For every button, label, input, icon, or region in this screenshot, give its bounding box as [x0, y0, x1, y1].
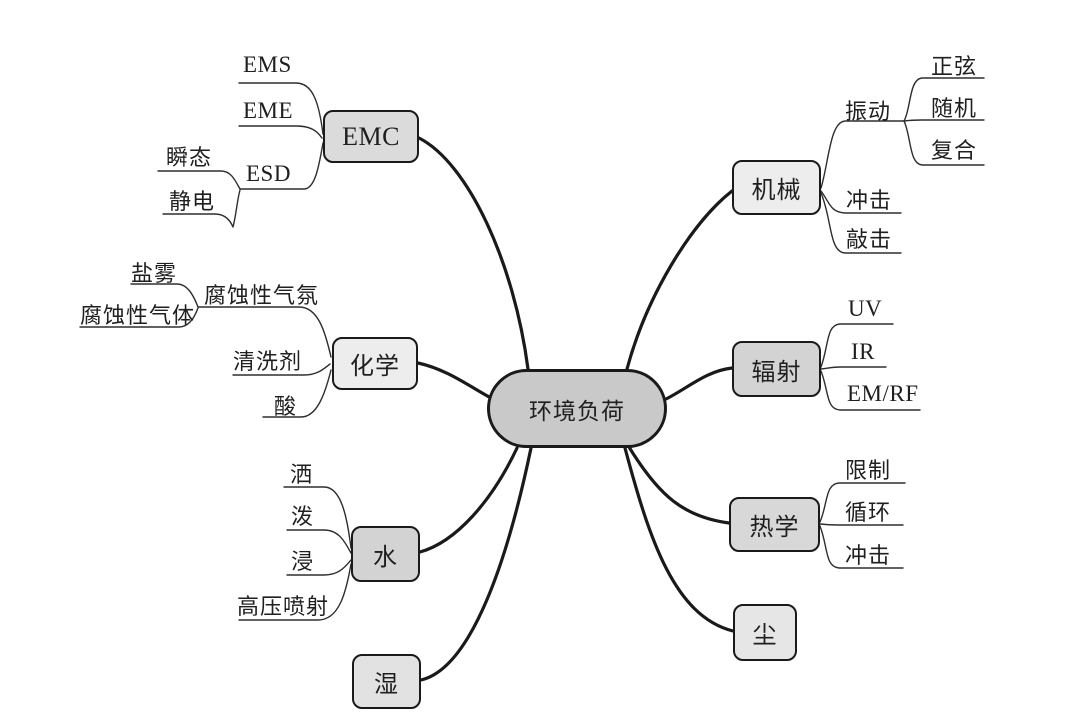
- leaf-uv: UV: [848, 296, 883, 321]
- leaf-zhengxian: 正弦: [931, 54, 978, 79]
- edge-fuhe: [903, 120, 985, 166]
- node-shi: 湿: [352, 654, 421, 709]
- edge-chongji-rexue: [819, 525, 904, 569]
- node-shui: 水: [351, 526, 420, 582]
- edge-shuntai: [157, 170, 241, 190]
- edge-sa: [283, 486, 352, 549]
- leaf-fuhe: 复合: [931, 138, 978, 163]
- edge-gaoya: [238, 563, 352, 621]
- leaf-suan: 酸: [274, 394, 298, 419]
- leaf-suiji: 随机: [931, 96, 978, 121]
- leaf-esd: ESD: [246, 161, 291, 186]
- edge-fushiqifen: [197, 306, 332, 358]
- edge-chongji-jixie: [820, 190, 902, 214]
- node-rexue: 热学: [729, 497, 820, 552]
- edge-qiaoji: [820, 192, 902, 254]
- edge-xianzhi: [819, 482, 906, 523]
- edge-center-fushe: [664, 366, 734, 401]
- edge-center-chen: [623, 446, 735, 633]
- edge-jingdian: [162, 189, 241, 228]
- edge-center-rexue: [627, 445, 731, 525]
- node-fushe: 辐射: [732, 341, 821, 397]
- edge-jin: [286, 559, 352, 576]
- leaf-po: 泼: [291, 504, 315, 529]
- edge-esd: [239, 142, 324, 190]
- edge-center-jixie: [625, 189, 734, 371]
- leaf-sa: 洒: [290, 462, 314, 487]
- leaf-shuntai: 瞬态: [166, 145, 213, 170]
- edge-center-huaxue: [416, 361, 493, 400]
- leaf-jingdian: 静电: [169, 189, 216, 214]
- node-jixie: 机械: [732, 160, 821, 215]
- edge-center-shui: [418, 446, 519, 554]
- edge-fushiqiti: [79, 307, 199, 328]
- leaf-emrf: EM/RF: [847, 381, 919, 406]
- node-environment-load: 环境负荷: [487, 369, 667, 448]
- node-chen: 尘: [733, 604, 797, 661]
- edge-po: [286, 529, 352, 554]
- leaf-qiaoji: 敲击: [846, 227, 893, 252]
- leaf-xianzhi: 限制: [845, 458, 892, 483]
- leaf-ems: EMS: [243, 52, 292, 77]
- leaf-xunhuan: 循环: [845, 500, 892, 525]
- edge-xunhuan: [819, 523, 904, 526]
- edge-zhengxian: [903, 77, 985, 122]
- node-emc: EMC: [323, 110, 419, 163]
- leaf-jin: 浸: [291, 549, 315, 574]
- node-huaxue: 化学: [332, 337, 418, 390]
- edge-ir: [820, 366, 887, 370]
- edge-yanwu: [130, 283, 199, 308]
- edge-emrf: [820, 370, 921, 411]
- edge-zhendong: [820, 120, 905, 189]
- leaf-fushiqifen: 腐蚀性气氛: [204, 283, 320, 308]
- edge-qingxiji: [232, 363, 331, 376]
- leaf-fushiqiti: 腐蚀性气体: [80, 303, 196, 328]
- leaf-eme: EME: [243, 98, 294, 123]
- leaf-yanwu: 盐雾: [131, 261, 178, 286]
- edge-uv: [820, 323, 894, 368]
- leaf-ir: IR: [851, 339, 875, 364]
- leaf-zhendong: 振动: [845, 99, 892, 124]
- leaf-gaoya: 高压喷射: [237, 594, 330, 619]
- leaf-qingxiji: 清洗剂: [233, 349, 303, 374]
- edge-suiji: [903, 119, 985, 122]
- edge-ems: [238, 82, 324, 135]
- edge-center-emc: [417, 136, 530, 371]
- leaf-chongji-jixie: 冲击: [846, 188, 893, 213]
- edge-suan: [262, 369, 332, 418]
- edge-center-shi: [419, 446, 533, 682]
- leaf-chongji-rexue: 冲击: [845, 543, 892, 568]
- edge-eme: [238, 125, 323, 139]
